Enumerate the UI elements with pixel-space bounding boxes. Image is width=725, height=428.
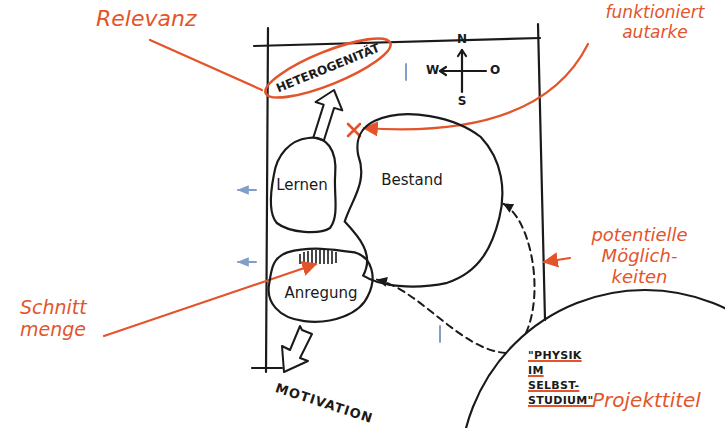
corner-cross bbox=[252, 367, 282, 369]
small-arrow bbox=[439, 326, 441, 342]
annotation: funktioniert autarke bbox=[590, 2, 720, 42]
hollow-arrow bbox=[313, 90, 342, 141]
compass-line bbox=[440, 70, 486, 72]
node-text: "PHYSIK IM SELBST- STUDIUM" bbox=[528, 348, 594, 408]
small-arrow bbox=[405, 64, 407, 80]
node-text: Lernen bbox=[276, 176, 327, 194]
leader-arrow bbox=[364, 44, 588, 129]
region-blob: Bestand bbox=[338, 110, 506, 290]
dashed-connector bbox=[503, 204, 535, 333]
node-text: Anregung bbox=[285, 284, 358, 302]
leader-arrow bbox=[104, 264, 316, 336]
frame-line bbox=[538, 24, 545, 320]
compass-letter: W bbox=[426, 63, 438, 77]
compass-arrow bbox=[458, 50, 466, 56]
compass-letter: S bbox=[456, 94, 468, 108]
blob-outline bbox=[269, 249, 373, 322]
connector bbox=[377, 277, 506, 353]
small-arrow bbox=[238, 189, 256, 191]
hollow-arrow bbox=[282, 326, 312, 372]
area-label: MOTIVATION bbox=[274, 380, 375, 426]
small-arrow bbox=[238, 261, 256, 263]
annotation: Schnitt menge bbox=[20, 296, 104, 340]
compass-letter: N bbox=[456, 32, 468, 46]
frame-line bbox=[254, 38, 540, 46]
dashed-connector bbox=[377, 280, 506, 353]
leader-arrow bbox=[544, 258, 570, 262]
node-outline bbox=[338, 110, 506, 290]
arc-outline bbox=[460, 290, 725, 428]
compass-arrow bbox=[440, 67, 446, 75]
leader-line bbox=[150, 40, 262, 90]
cut-mark bbox=[348, 124, 360, 136]
frame-line bbox=[266, 28, 268, 372]
annotation: potentielle Möglich- keiten bbox=[572, 224, 707, 287]
annotation: Relevanz bbox=[96, 6, 196, 31]
region-blob: Anregung bbox=[265, 246, 377, 326]
connector bbox=[313, 90, 342, 141]
arrow-head bbox=[503, 204, 514, 213]
connector bbox=[503, 204, 535, 333]
annotation: Projekttitel bbox=[592, 388, 701, 412]
ellipse-outline bbox=[259, 27, 396, 108]
region-blob: Lernen bbox=[268, 135, 341, 235]
node-text: Bestand bbox=[381, 171, 442, 189]
blob-outline bbox=[270, 138, 335, 233]
hatching bbox=[300, 250, 336, 264]
compass-letter: O bbox=[489, 63, 501, 77]
